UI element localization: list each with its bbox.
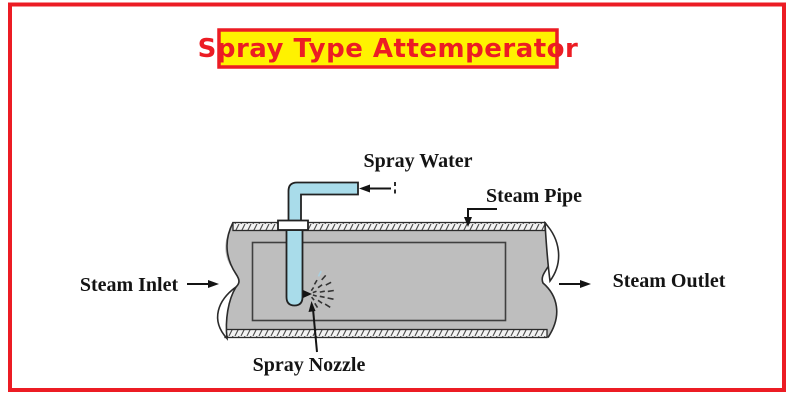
- steam-pipe-leader-arrow: [464, 208, 497, 227]
- pipe-gray-silhouette: [219, 222, 557, 338]
- pipe-inner-liner: [251, 241, 507, 322]
- spray-water-label: Spray Water: [363, 150, 472, 172]
- steam-outlet-label: Steam Outlet: [613, 270, 726, 292]
- steam-pipe-body: [216, 220, 560, 341]
- nozzle-flange: [277, 219, 309, 231]
- spray-water-arrow: [359, 182, 396, 196]
- title-banner: Spray Type Attemperator: [198, 28, 579, 69]
- nozzle-tip: [303, 290, 312, 298]
- spray-nozzle-tube: [285, 229, 304, 307]
- steam-inlet-label: Steam Inlet: [80, 274, 179, 296]
- title-banner-box: [217, 28, 559, 69]
- pipe-break-right-lens: [544, 220, 560, 284]
- spray-nozzle-leader-arrow: [308, 301, 318, 353]
- spray-water-pipe: [287, 181, 359, 222]
- pipe-break-left-lens: [216, 286, 237, 341]
- spray-nozzle-label: Spray Nozzle: [253, 354, 366, 376]
- diagram-title: Spray Type Attemperator: [198, 34, 579, 64]
- page-border: [8, 2, 786, 392]
- spray-water-assembly: [277, 181, 359, 309]
- spray-pattern: [310, 270, 334, 309]
- steam-pipe-label: Steam Pipe: [486, 185, 582, 207]
- annotation-arrows: [187, 182, 591, 353]
- pipe-wall-bottom-hatch: [224, 328, 548, 339]
- steam-outlet-arrow: [559, 280, 591, 288]
- steam-inlet-arrow: [187, 280, 219, 288]
